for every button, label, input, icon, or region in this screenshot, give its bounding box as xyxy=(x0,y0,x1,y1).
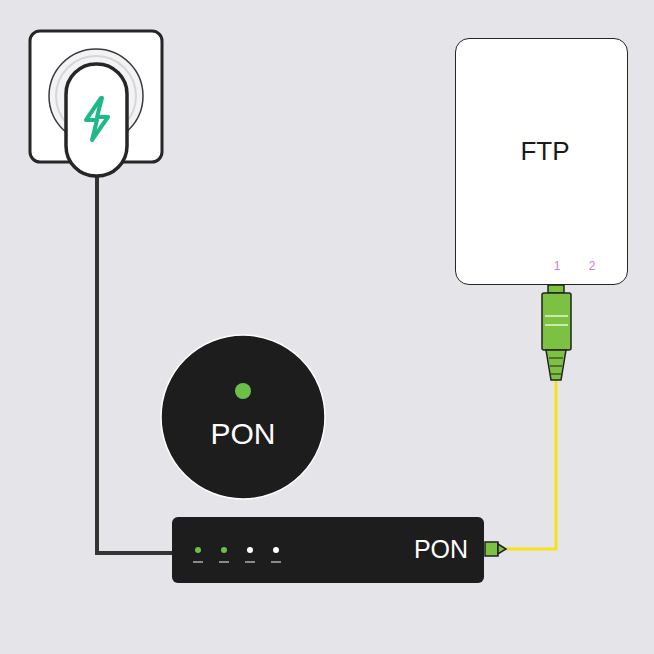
sc-boot-ribs xyxy=(549,358,563,374)
node-label: PON xyxy=(210,419,275,449)
led xyxy=(221,547,227,553)
pon-callout-circle: PON xyxy=(160,334,326,500)
pon-port-connector xyxy=(485,542,498,556)
ont-device: PON xyxy=(172,517,484,583)
led xyxy=(195,547,201,553)
power-plug xyxy=(66,64,127,176)
status-led-large xyxy=(235,383,251,399)
lightning-bolt xyxy=(86,98,108,140)
power-cable xyxy=(97,176,174,553)
node-label: FTP xyxy=(520,138,569,164)
circle-outline xyxy=(160,334,326,500)
led xyxy=(247,547,253,553)
node-label: PON xyxy=(414,537,468,562)
port-number: 1 xyxy=(554,260,561,272)
circle-shape xyxy=(161,335,325,499)
pon-port-connector-tip xyxy=(498,544,506,554)
sc-connector-boot xyxy=(546,350,566,380)
led-dash xyxy=(193,561,281,563)
sc-connector-head xyxy=(548,285,564,293)
sc-connector-grip xyxy=(545,316,568,325)
sc-connector-body xyxy=(542,293,571,350)
ftp-box: FTP xyxy=(455,38,628,285)
fiber-cable xyxy=(484,285,556,549)
led xyxy=(273,547,279,553)
port-number: 2 xyxy=(589,260,596,272)
